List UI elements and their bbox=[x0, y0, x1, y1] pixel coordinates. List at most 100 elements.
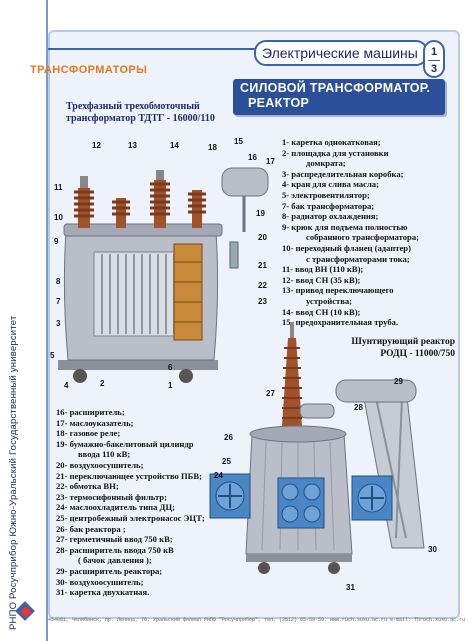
list-item: 29- расширитель реактора; bbox=[56, 565, 163, 576]
page-number-bottom: 3 bbox=[430, 63, 438, 75]
label-5: 5 bbox=[50, 351, 55, 360]
list-item: 31- каретка двухкатная. bbox=[56, 587, 150, 598]
label-16: 16 bbox=[248, 153, 257, 162]
list-item: 25- центробежный электронасос ЭЦТ; bbox=[56, 512, 205, 523]
list-item: 23- термосифонный фильтр; bbox=[56, 491, 167, 502]
list-item: 17- маслоуказатель; bbox=[56, 417, 134, 428]
transformer-winding bbox=[173, 243, 203, 341]
label-25: 25 bbox=[222, 457, 231, 466]
bushing-lv2 bbox=[188, 190, 206, 228]
list-item: 16- расширитель; bbox=[56, 407, 125, 417]
label-22: 22 bbox=[258, 281, 267, 290]
label-7: 7 bbox=[56, 297, 61, 306]
list-item: 24- маслоохладитель типа ДЦ; bbox=[56, 502, 176, 513]
transformer-wheel-right bbox=[179, 369, 193, 383]
list-item: 2- площадка для установки bbox=[282, 147, 389, 158]
list-item: 15- предохранительная труба. bbox=[282, 317, 399, 328]
page-number-divider bbox=[428, 60, 440, 61]
oil-cooler-center bbox=[277, 477, 325, 529]
list-item: 10- переходный фланец (адаптер) bbox=[282, 242, 411, 253]
label-12: 12 bbox=[92, 141, 101, 150]
transformer-caption-line-2: трансформатор ТДТГ - 16000/110 bbox=[66, 113, 215, 124]
label-2: 2 bbox=[100, 379, 105, 388]
transformer-caption: Трехфазный трехобмоточный трансформатор … bbox=[66, 101, 226, 125]
label-24: 24 bbox=[214, 471, 223, 480]
reactor-conservator bbox=[335, 379, 417, 403]
reactor-caption: Шунтирующий реактор РОДЦ - 11000/750 bbox=[315, 336, 455, 360]
label-29: 29 bbox=[394, 377, 403, 386]
list-item: 1- каретка однокатковая; bbox=[282, 137, 381, 147]
radiator-bank bbox=[93, 251, 185, 337]
transformer-wheel-left bbox=[73, 369, 87, 383]
label-30: 30 bbox=[428, 545, 437, 554]
bushing-mv bbox=[112, 198, 130, 228]
list-item: 27- герметичный ввод 750 кВ; bbox=[56, 534, 173, 545]
transformer-parts-list: 1- каретка однокатковая;2- площадка для … bbox=[282, 137, 462, 328]
reactor-illustration: 29 28 27 26 25 24 30 31 bbox=[209, 322, 437, 592]
oil-cooler-right bbox=[351, 475, 393, 521]
list-item: 12- ввод СН (35 кВ); bbox=[282, 274, 361, 285]
header-divider bbox=[48, 48, 443, 50]
list-item: 26- бак реактора ; bbox=[56, 523, 126, 534]
list-item: 13- привод переключающего bbox=[282, 285, 394, 296]
bushing-lv bbox=[150, 170, 170, 228]
list-item: 9- крюк для подъема полностью bbox=[282, 221, 408, 232]
section-title: ТРАНСФОРМАТОРЫ bbox=[30, 64, 148, 76]
label-14: 14 bbox=[170, 141, 179, 150]
transformer-base bbox=[58, 360, 218, 370]
list-item: собранного трансформатора; bbox=[306, 232, 419, 243]
oil-cooler-left bbox=[209, 473, 251, 519]
label-8: 8 bbox=[56, 277, 61, 286]
sidebar: РНПО Росучприбор Южно-Уральский Государс… bbox=[0, 0, 48, 641]
header-title: Электрические машины bbox=[262, 45, 418, 61]
reactor-caption-line-1: Шунтирующий реактор bbox=[351, 337, 455, 347]
reactor-carriage bbox=[246, 554, 352, 562]
label-26: 26 bbox=[224, 433, 233, 442]
banner-line-2: РЕАКТОР bbox=[248, 96, 310, 110]
footer-address: 454081, Челябинск, пр. Ленина, 76, Ураль… bbox=[48, 617, 466, 623]
label-1: 1 bbox=[168, 381, 173, 390]
list-item: устройства; bbox=[306, 295, 353, 306]
label-9: 9 bbox=[54, 237, 59, 246]
list-item: 20- воздухоосушитель; bbox=[56, 459, 144, 470]
list-item: 11- ввод ВН (110 кВ); bbox=[282, 264, 364, 275]
label-31: 31 bbox=[346, 583, 355, 592]
list-item: 8- радиатор охлаждения; bbox=[282, 211, 379, 222]
transformer-illustration: 12 13 14 18 15 16 17 11 19 10 9 20 21 8 … bbox=[50, 137, 275, 390]
reactor-parts-list: 16- расширитель;17- маслоуказатель;18- г… bbox=[56, 407, 232, 598]
label-10: 10 bbox=[54, 213, 63, 222]
transformer-caption-line-1: Трехфазный трехобмоточный bbox=[66, 101, 200, 112]
page-number-badge: 1 3 bbox=[423, 40, 445, 78]
topic-banner bbox=[233, 79, 445, 115]
list-item: 3- распределительная коробка; bbox=[282, 168, 404, 179]
list-item: 21- переключающее устройство ПБВ; bbox=[56, 470, 202, 481]
bushing-hv bbox=[74, 176, 94, 228]
reactor-caption-line-2: РОДЦ - 11000/750 bbox=[380, 349, 455, 359]
label-6: 6 bbox=[168, 363, 173, 372]
list-item: ( бачок давления ); bbox=[78, 555, 152, 566]
bushing-750kv bbox=[282, 322, 335, 426]
label-20: 20 bbox=[258, 233, 267, 242]
label-23: 23 bbox=[258, 297, 267, 306]
banner-line-1: СИЛОВОЙ ТРАНСФОРМАТОР. bbox=[240, 81, 431, 95]
list-item: 19- бумажно-бакелитовый цилиндр bbox=[56, 438, 194, 449]
list-item: 18- газовое реле; bbox=[56, 428, 121, 439]
sidebar-publisher-text: РНПО Росучприбор Южно-Уральский Государс… bbox=[8, 315, 19, 630]
list-item: 30- воздухоосушитель; bbox=[56, 576, 144, 587]
label-15: 15 bbox=[234, 137, 243, 146]
list-item: 4- кран для слива масла; bbox=[282, 179, 379, 190]
topic-banner-text: СИЛОВОЙ ТРАНСФОРМАТОР. РЕАКТОР bbox=[240, 81, 440, 111]
list-item: домкрата; bbox=[306, 158, 346, 169]
list-item: 14- ввод СН (10 кВ); bbox=[282, 306, 361, 317]
label-13: 13 bbox=[128, 141, 137, 150]
label-21: 21 bbox=[258, 261, 267, 270]
list-item: с трансформаторами тока; bbox=[306, 253, 410, 264]
list-item: ввода 110 кВ; bbox=[78, 449, 131, 460]
list-item: 28- расширитель ввода 750 кВ bbox=[56, 544, 174, 555]
list-item: 5- электровентилятор; bbox=[282, 189, 370, 200]
air-dryer bbox=[229, 241, 239, 269]
list-item: 22- обмотка ВН; bbox=[56, 481, 119, 492]
conservator-tank bbox=[221, 167, 269, 197]
label-11: 11 bbox=[54, 183, 63, 192]
